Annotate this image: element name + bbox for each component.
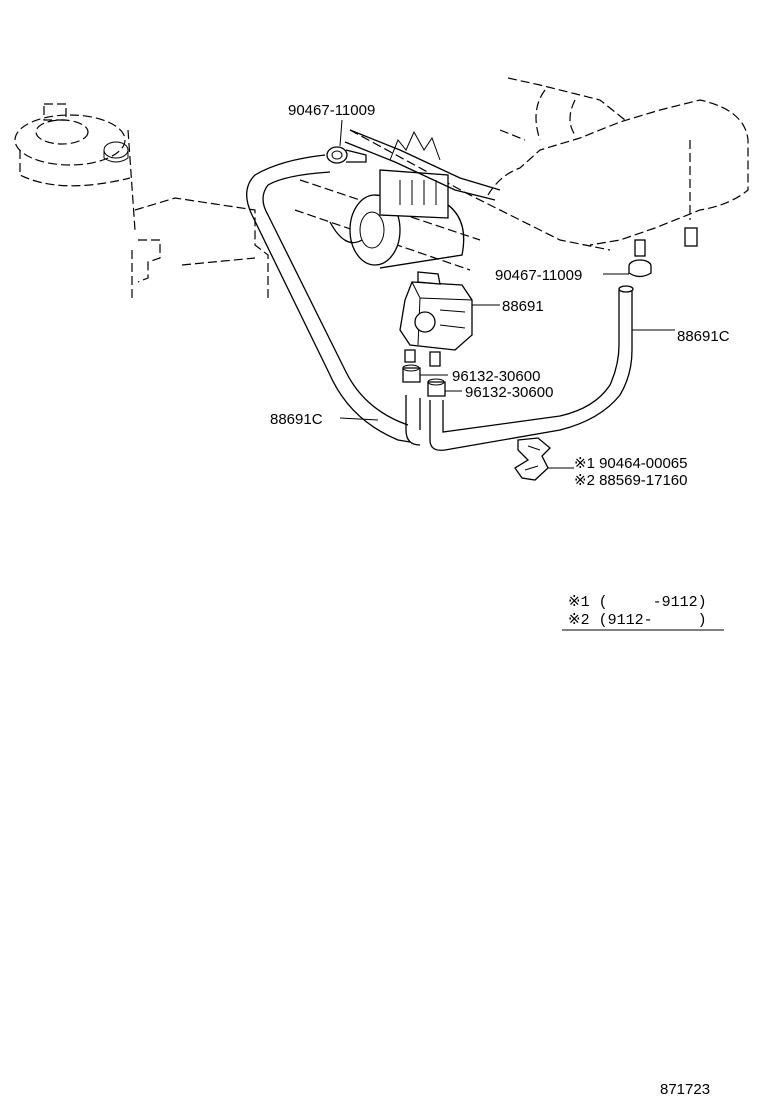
label-clip-lower: 96132-30600 <box>465 384 553 401</box>
label-clip-upper: 96132-30600 <box>452 368 540 385</box>
label-vsv: 88691 <box>502 298 544 315</box>
label-hose-right: 88691C <box>677 328 730 345</box>
vsv-valve <box>399 271 500 367</box>
hose-right <box>405 285 675 451</box>
label-hose-left: 88691C <box>270 411 323 428</box>
engine-component-left <box>14 103 269 300</box>
pipe-top <box>344 129 501 201</box>
bracket-clip <box>514 437 574 481</box>
label-bracket-2: ※2 88569-17160 <box>574 472 688 489</box>
clamp-top <box>326 119 367 164</box>
legend-line-2: ※2 (9112- ) <box>568 612 707 629</box>
legend-box: ※1 ( -9112) ※2 (9112- ) <box>562 594 724 631</box>
hose-upper-left <box>246 154 411 443</box>
label-clamp-top: 90467-11009 <box>288 102 375 119</box>
clip-upper <box>402 364 448 383</box>
leader-hose-left <box>339 417 379 421</box>
legend-line-1: ※1 ( -9112) <box>568 594 707 611</box>
vacuum-actuator <box>329 130 465 269</box>
label-bracket-1: ※1 90464-00065 <box>574 455 688 472</box>
label-clamp-right: 90467-11009 <box>495 267 582 284</box>
clip-lower <box>427 378 462 397</box>
figure-number: 871723 <box>660 1081 710 1098</box>
clamp-right <box>603 259 652 278</box>
